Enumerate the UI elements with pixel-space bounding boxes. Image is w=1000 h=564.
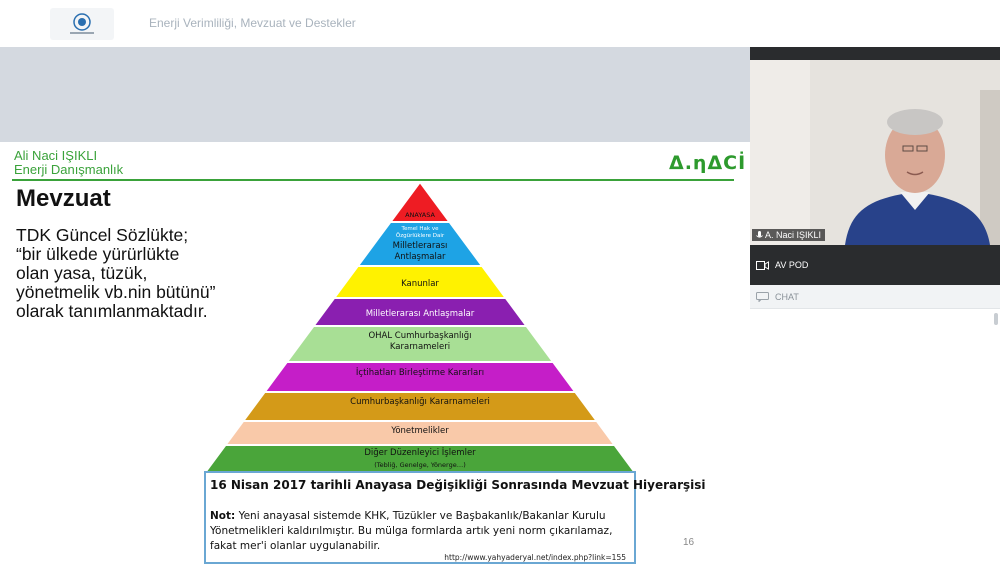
av-pod-label: AV POD bbox=[775, 260, 809, 270]
pyramid-label-yonetmelikler: Yönetmelikler bbox=[390, 426, 449, 436]
slide: Ali Naci IŞIKLI Enerji Danışmanlık Δ.ηΔC… bbox=[0, 142, 750, 564]
chat-tab[interactable]: CHAT bbox=[756, 292, 799, 302]
definition-text: TDK Güncel Sözlükte; “bir ülkede yürürlü… bbox=[16, 225, 216, 321]
caption-note: Not: Yeni anayasal sistemde KHK, Tüzükle… bbox=[210, 509, 630, 554]
presentation-stage: Ali Naci IŞIKLI Enerji Danışmanlık Δ.ηΔC… bbox=[0, 47, 750, 564]
pyramid-label-diger-sub: (Tebliğ, Genelge, Yönerge…) bbox=[374, 461, 466, 469]
side-panel: A. Naci IŞIKLI AV POD CHAT bbox=[750, 47, 1000, 563]
pyramid-label-milletlerarasi-1: Milletlerarası bbox=[393, 241, 448, 251]
pyramid-label-milletlerarasi-antlasmalar: Milletlerarası Antlaşmalar bbox=[366, 309, 475, 319]
app-title: Enerji Verimliliği, Mevzuat ve Destekler bbox=[149, 16, 356, 30]
page-number: 16 bbox=[683, 537, 695, 548]
pyramid-label-ohal-2: Kararnameleri bbox=[390, 342, 450, 352]
pyramid-label-ohal-1: OHAL Cumhurbaşkanlığı bbox=[368, 331, 471, 341]
pyramid-band-diger bbox=[204, 444, 636, 474]
chat-icon bbox=[756, 292, 769, 302]
caption-note-text: Yeni anayasal sistemde KHK, Tüzükler ve … bbox=[210, 510, 613, 552]
app-header: Enerji Verimliliği, Mevzuat ve Destekler bbox=[0, 0, 1000, 47]
participant-name-tag: A. Naci IŞIKLI bbox=[752, 229, 826, 241]
pyramid-label-kanunlar: Kanunlar bbox=[401, 279, 439, 289]
av-pod-bar[interactable]: AV POD bbox=[750, 245, 1000, 285]
camera-icon bbox=[756, 260, 769, 270]
slide-heading: Mevzuat bbox=[16, 185, 111, 212]
camera-pod-header bbox=[750, 47, 1000, 60]
participant-video-frame bbox=[750, 60, 1000, 245]
pyramid-label-temel-hak-1: Temel Hak ve bbox=[401, 226, 440, 232]
chat-message-area[interactable] bbox=[750, 309, 1000, 563]
caption-note-label: Not: bbox=[210, 510, 236, 522]
pyramid-label-anayasa: ANAYASA bbox=[405, 211, 435, 219]
pyramid-label-temel-hak-2: Özgürlüklere Dair bbox=[396, 232, 445, 239]
participant-name: A. Naci IŞIKLI bbox=[765, 230, 822, 240]
participant-video[interactable]: A. Naci IŞIKLI bbox=[750, 60, 1000, 245]
caption-title: 16 Nisan 2017 tarihli Anayasa Değişikliğ… bbox=[210, 478, 706, 492]
brand-logo: Δ.ηΔCİ bbox=[669, 152, 747, 174]
chat-pod-bar[interactable]: CHAT bbox=[750, 285, 1000, 309]
presenter-name: Ali Naci IŞIKLI bbox=[14, 148, 98, 163]
source-url: http://www.yahyaderyal.net/index.php?lin… bbox=[444, 553, 626, 562]
presenter-role: Enerji Danışmanlık bbox=[14, 162, 124, 177]
pyramid-label-diger: Diğer Düzenleyici İşlemler bbox=[364, 447, 476, 458]
pyramid-label-cb-kararnameleri: Cumhurbaşkanlığı Kararnameleri bbox=[350, 397, 490, 407]
hierarchy-caption-box: 16 Nisan 2017 tarihli Anayasa Değişikliğ… bbox=[204, 471, 706, 564]
chat-label: CHAT bbox=[775, 292, 799, 302]
av-pod-tab[interactable]: AV POD bbox=[756, 260, 808, 270]
mic-icon bbox=[756, 230, 763, 238]
chat-scrollbar[interactable] bbox=[994, 313, 998, 325]
hierarchy-pyramid: ANAYASA Temel Hak ve Özgürlüklere Dair M… bbox=[204, 182, 636, 474]
header-divider bbox=[12, 179, 734, 181]
pyramid-label-ictihatlari: İçtihatları Birleştirme Kararları bbox=[356, 367, 484, 378]
organization-logo-icon bbox=[50, 8, 114, 40]
pyramid-label-milletlerarasi-2: Antlaşmalar bbox=[394, 252, 446, 262]
